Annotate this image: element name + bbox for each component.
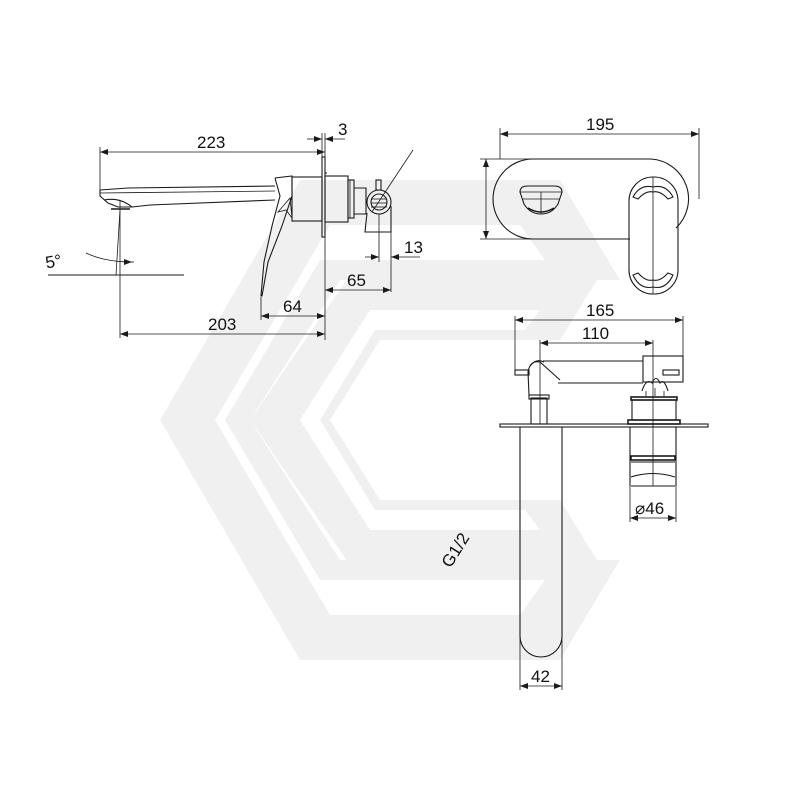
dim-outlet-offset: 13	[404, 238, 423, 257]
dim-body-depth: 65	[347, 271, 366, 290]
dim-plate-width: 195	[586, 115, 614, 134]
watermark-logo	[160, 180, 620, 660]
dim-overall-width: 165	[586, 301, 614, 320]
dim-overall-length: 223	[197, 133, 225, 152]
top-view	[499, 355, 709, 658]
dim-cartridge-diameter: ⌀46	[635, 499, 664, 518]
dim-centre-distance: 110	[582, 324, 609, 343]
front-view-dimensions	[480, 128, 700, 240]
dim-lever-reach: 64	[283, 297, 302, 316]
dim-spout-projection: 203	[208, 315, 236, 334]
front-view	[492, 158, 690, 295]
dim-spout-width: 42	[531, 667, 550, 686]
dim-spout-angle: 5°	[44, 251, 63, 273]
side-view	[48, 156, 392, 338]
side-view-dimensions	[99, 133, 420, 340]
top-view-dimensions	[514, 316, 684, 690]
dim-plate-thickness: 3	[338, 120, 347, 139]
